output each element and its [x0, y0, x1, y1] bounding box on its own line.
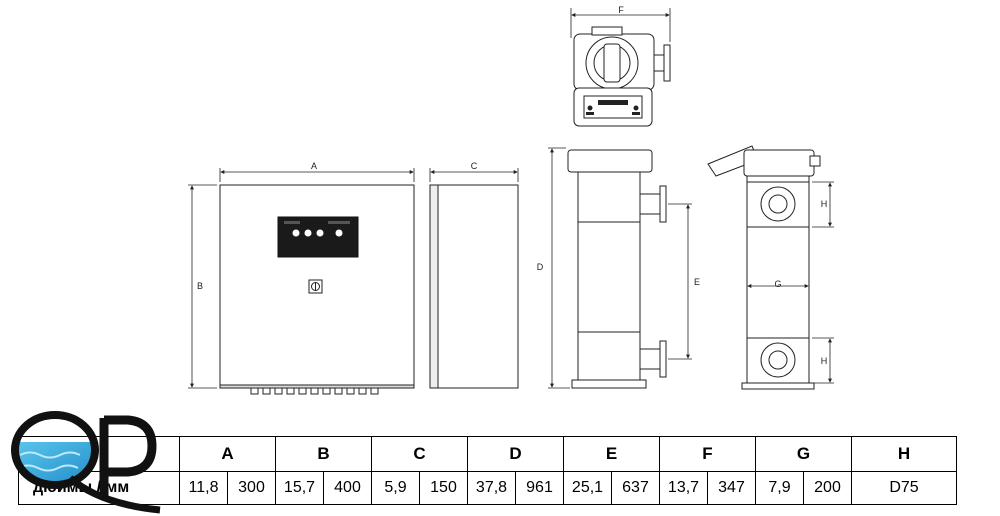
uv-unit-side-view	[567, 149, 667, 389]
value-a-inch: 11,8	[179, 471, 228, 505]
dimension-label-c: C	[471, 161, 478, 171]
dimension-b	[188, 184, 217, 389]
qp-pool-logo-icon	[11, 411, 161, 514]
dimension-label-e: E	[694, 277, 700, 287]
dimension-label-g: G	[774, 279, 781, 289]
header-b: B	[275, 436, 372, 472]
value-b-inch: 15,7	[275, 471, 324, 505]
value-f-inch: 13,7	[659, 471, 708, 505]
value-f-mm: 347	[707, 471, 756, 505]
header-g: G	[755, 436, 852, 472]
value-d-inch: 37,8	[467, 471, 516, 505]
uv-unit-top-view	[573, 26, 671, 127]
dimension-label-h-bottom: H	[821, 356, 828, 366]
dimension-d	[548, 147, 570, 389]
cable-glands	[250, 387, 379, 395]
dimension-label-h-top: H	[821, 199, 828, 209]
value-c-inch: 5,9	[371, 471, 420, 505]
header-e: E	[563, 436, 660, 472]
dimension-label-a: A	[311, 161, 317, 171]
header-c: C	[371, 436, 468, 472]
dimension-label-d: D	[537, 262, 544, 272]
value-b-mm: 400	[323, 471, 372, 505]
control-box-side-view	[429, 184, 519, 389]
value-g-inch: 7,9	[755, 471, 804, 505]
header-h: H	[851, 436, 957, 472]
technical-drawing: A B C F	[188, 5, 834, 395]
value-d-mm: 961	[515, 471, 564, 505]
dimension-label-b: B	[197, 281, 203, 291]
dimension-e	[668, 203, 692, 360]
header-a: A	[179, 436, 276, 472]
header-f: F	[659, 436, 756, 472]
value-g-mm: 200	[803, 471, 852, 505]
header-d: D	[467, 436, 564, 472]
control-box-front-view	[219, 184, 415, 395]
dimension-f	[570, 8, 671, 42]
value-e-mm: 637	[611, 471, 660, 505]
dimension-a	[219, 168, 415, 182]
dimension-label-f: F	[618, 5, 624, 15]
dimension-h-bottom	[812, 337, 834, 384]
uv-unit-front-view	[707, 145, 821, 390]
value-e-inch: 25,1	[563, 471, 612, 505]
value-c-mm: 150	[419, 471, 468, 505]
dimension-h-top	[812, 181, 834, 228]
value-h: D75	[851, 471, 957, 505]
dimension-c	[429, 168, 519, 182]
value-a-mm: 300	[227, 471, 276, 505]
